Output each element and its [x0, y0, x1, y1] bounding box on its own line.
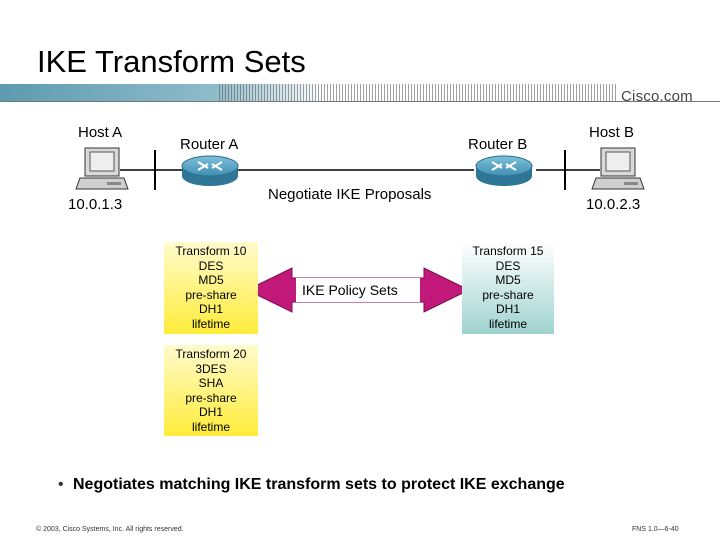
negotiate-label: Negotiate IKE Proposals [268, 186, 432, 203]
transform-10-box: Transform 10 DES MD5 pre-share DH1 lifet… [164, 242, 258, 334]
transform-20-box: Transform 20 3DES SHA pre-share DH1 life… [164, 345, 258, 436]
bullet-text: Negotiates matching IKE transform sets t… [73, 476, 565, 493]
host-b-label: Host B [589, 124, 635, 141]
transform-15-box: Transform 15 DES MD5 pre-share DH1 lifet… [462, 242, 554, 334]
router-a-icon [181, 155, 239, 186]
router-b-label: Router B [468, 136, 528, 153]
header-bar [0, 84, 720, 102]
router-a-label: Router A [180, 136, 239, 153]
host-a-computer-icon [75, 147, 129, 190]
ip-address-a: 10.0.1.3 [68, 196, 123, 213]
host-b-computer-icon [591, 147, 645, 190]
host-a-label: Host A [78, 124, 123, 141]
page-title: IKE Transform Sets [37, 44, 306, 79]
ike-policy-arrow [245, 267, 471, 313]
ip-address-b: 10.0.2.3 [586, 196, 641, 213]
footer-copyright: © 2003, Cisco Systems, Inc. All rights r… [36, 526, 184, 533]
router-b-icon [475, 155, 533, 186]
footer-page-number: FNS 1.0—6-40 [632, 526, 679, 533]
ike-policy-sets-label: IKE Policy Sets [302, 282, 398, 298]
cisco-logo: Cisco.com [621, 88, 693, 105]
bullet-marker: • [58, 476, 64, 493]
